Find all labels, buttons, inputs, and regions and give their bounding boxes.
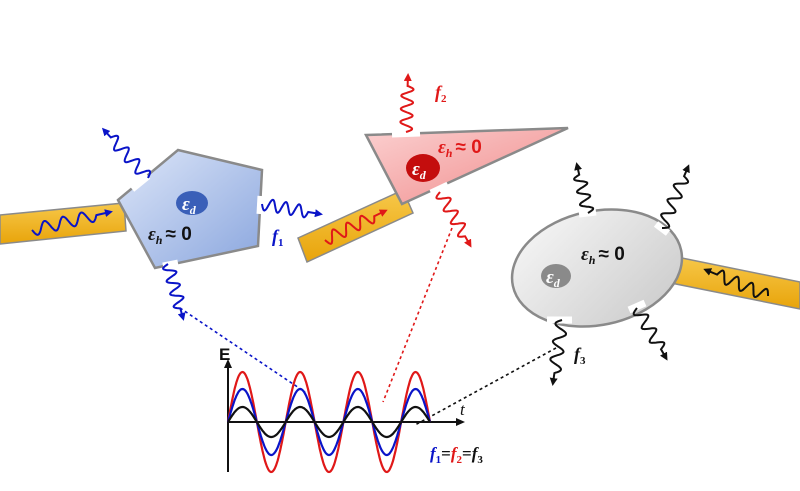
output-wave-black-4 — [632, 307, 668, 361]
dielectric-disk-red: εd — [406, 154, 440, 182]
eps-h-label-ellipse: εh≈ 0 — [581, 244, 625, 267]
output-wave-blue-3 — [162, 263, 186, 321]
ellipse-resonator — [510, 208, 684, 328]
input-wave-blue — [31, 209, 113, 236]
freq-label-f1: f1 — [272, 226, 284, 249]
input-wave-red — [324, 209, 388, 245]
y-axis-label: E — [219, 345, 230, 364]
field-curve-black — [227, 405, 431, 439]
field-curve-red — [226, 370, 432, 474]
eps-h-label-pentagon: εh≈ 0 — [148, 224, 192, 247]
field-plot: E t f1=f2=f3 — [219, 345, 483, 474]
connector-red — [382, 227, 453, 403]
freq-label-f3: f3 — [574, 344, 586, 367]
waveguide-right — [665, 255, 800, 310]
eps-d-label: εd — [182, 194, 197, 217]
freq-label-f2: f2 — [435, 82, 447, 105]
waveguide-middle — [297, 189, 414, 264]
eps-d-label: εd — [546, 267, 561, 290]
field-curve-blue — [226, 387, 432, 457]
connector-black — [414, 347, 557, 426]
output-wave-black-1 — [573, 162, 595, 214]
eps-d-label: εd — [412, 159, 427, 182]
output-wave-blue-2 — [261, 198, 323, 219]
triangle-resonator — [363, 126, 569, 206]
frequency-equality: f1=f2=f3 — [430, 444, 483, 466]
output-wave-red-1 — [399, 73, 415, 133]
wave-arrows — [31, 73, 769, 386]
connector-blue — [179, 307, 306, 393]
output-wave-red-2 — [435, 191, 472, 248]
dielectric-disk-gray: εd — [541, 264, 571, 290]
x-axis-label: t — [460, 400, 466, 419]
connector-lines — [179, 227, 557, 426]
output-wave-blue-1 — [101, 127, 152, 179]
eps-h-label-triangle: εh≈ 0 — [438, 137, 482, 160]
dielectric-disk-blue: εd — [176, 191, 208, 217]
waveguide-left — [0, 202, 127, 245]
output-wave-black-2 — [660, 164, 690, 229]
input-wave-black — [703, 268, 769, 298]
output-wave-black-3 — [549, 319, 567, 386]
